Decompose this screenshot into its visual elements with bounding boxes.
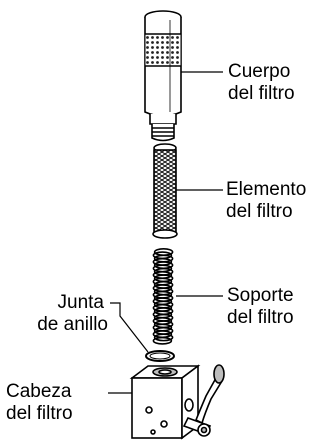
filter-support-spring [152,248,174,345]
label-filter-support-line2: del filtro [227,307,294,328]
label-filter-body: Cuerpo del filtro [228,61,295,105]
label-o-ring-line1: Junta [57,292,104,313]
label-filter-element: Elemento del filtro [226,179,306,223]
label-filter-support: Soporte del filtro [227,285,294,329]
valve-handle [182,364,225,437]
label-filter-head: Cabeza del filtro [6,381,73,425]
leader-junta [110,302,149,353]
spring-coil [153,333,174,342]
filter-element [152,143,178,239]
label-o-ring: Junta de anillo [10,292,108,336]
label-filter-support-line1: Soporte [227,285,294,306]
spring-coil [152,336,173,345]
leader-lines [108,71,223,394]
filter-head [129,364,201,440]
label-filter-body-line2: del filtro [228,83,295,104]
label-filter-body-line1: Cuerpo [228,61,291,82]
o-ring [145,350,175,362]
filter-body [144,10,182,142]
label-filter-head-line2: del filtro [6,403,73,424]
label-filter-head-line1: Cabeza [6,381,72,402]
label-filter-element-line1: Elemento [226,179,307,200]
label-filter-element-line2: del filtro [226,201,293,222]
label-o-ring-line2: de anillo [37,314,108,335]
